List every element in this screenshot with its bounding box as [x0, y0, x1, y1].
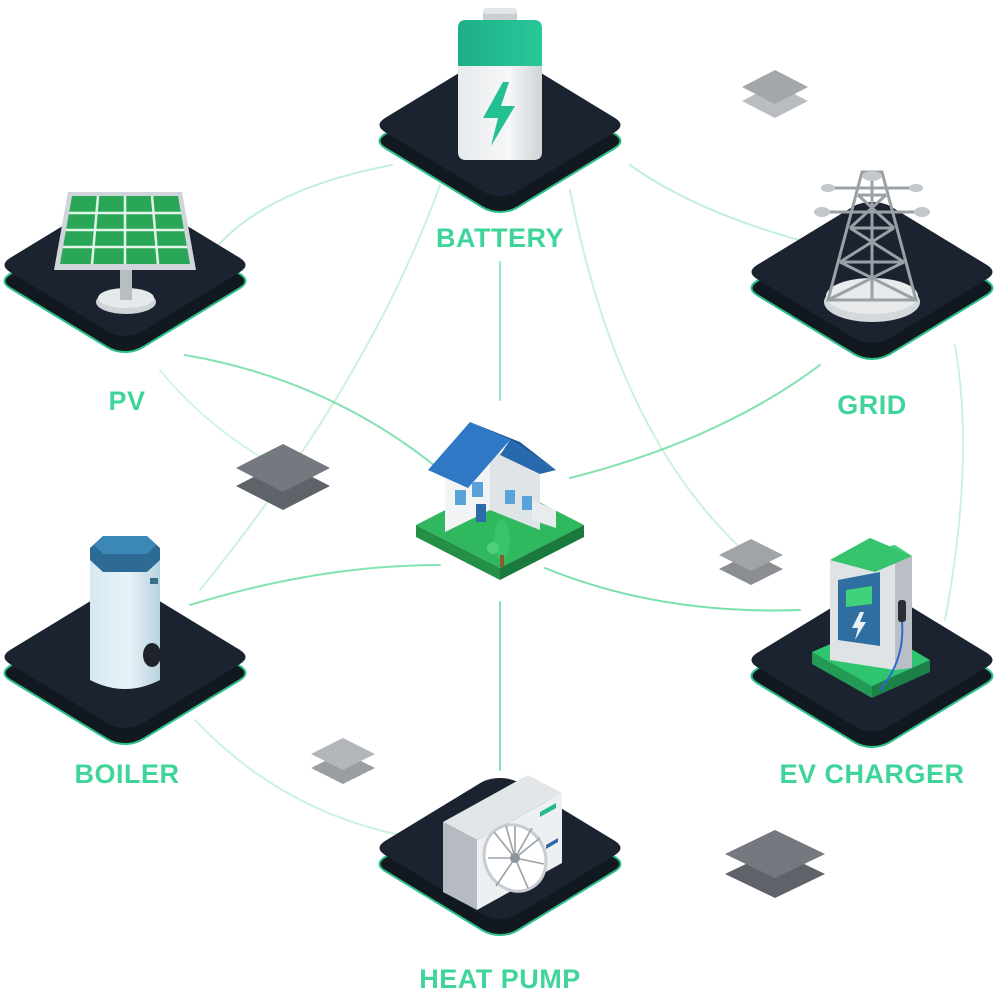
connector-lines [159, 164, 964, 836]
connector-house-pv [184, 354, 441, 471]
decor-tile-top-right [742, 70, 808, 118]
connector-battery-grid [629, 164, 819, 246]
node-label-pv: PV [108, 386, 146, 416]
node-label-ev: EV CHARGER [779, 759, 965, 789]
decorative-tiles [236, 70, 825, 898]
connector-battery-boiler [199, 184, 441, 591]
center-house[interactable] [416, 422, 584, 580]
node-ev[interactable] [750, 538, 994, 749]
node-label-battery: BATTERY [436, 223, 564, 253]
node-grid[interactable] [750, 170, 994, 361]
battery-icon [458, 8, 542, 160]
node-battery[interactable] [378, 8, 622, 214]
solar-panel-icon [54, 192, 196, 314]
decor-tile-bottom-left [311, 738, 375, 784]
decor-tile-bottom-right [725, 830, 825, 898]
node-heatpump[interactable] [378, 775, 622, 937]
connector-boiler-heatpump [194, 719, 401, 836]
decor-tile-mid-left [236, 444, 330, 510]
ev-charger-icon [812, 538, 930, 698]
node-label-grid: GRID [837, 390, 907, 420]
heat-pump-icon [443, 775, 562, 910]
connector-house-boiler [189, 564, 441, 606]
connector-house-ev [544, 567, 801, 612]
node-label-boiler: BOILER [74, 759, 180, 789]
connector-battery-ev [569, 189, 761, 566]
node-pv[interactable] [3, 192, 247, 354]
house-icon [416, 422, 584, 580]
connector-grid-ev [944, 344, 964, 621]
decor-tile-mid-right [719, 539, 783, 585]
node-label-heatpump: HEAT PUMP [419, 964, 581, 994]
node-boiler[interactable] [3, 536, 247, 746]
power-pylon-icon [814, 170, 930, 322]
boiler-icon [90, 536, 161, 689]
connector-battery-pv [209, 164, 393, 256]
connector-pv-boiler [159, 369, 266, 461]
connector-house-grid [569, 364, 821, 479]
